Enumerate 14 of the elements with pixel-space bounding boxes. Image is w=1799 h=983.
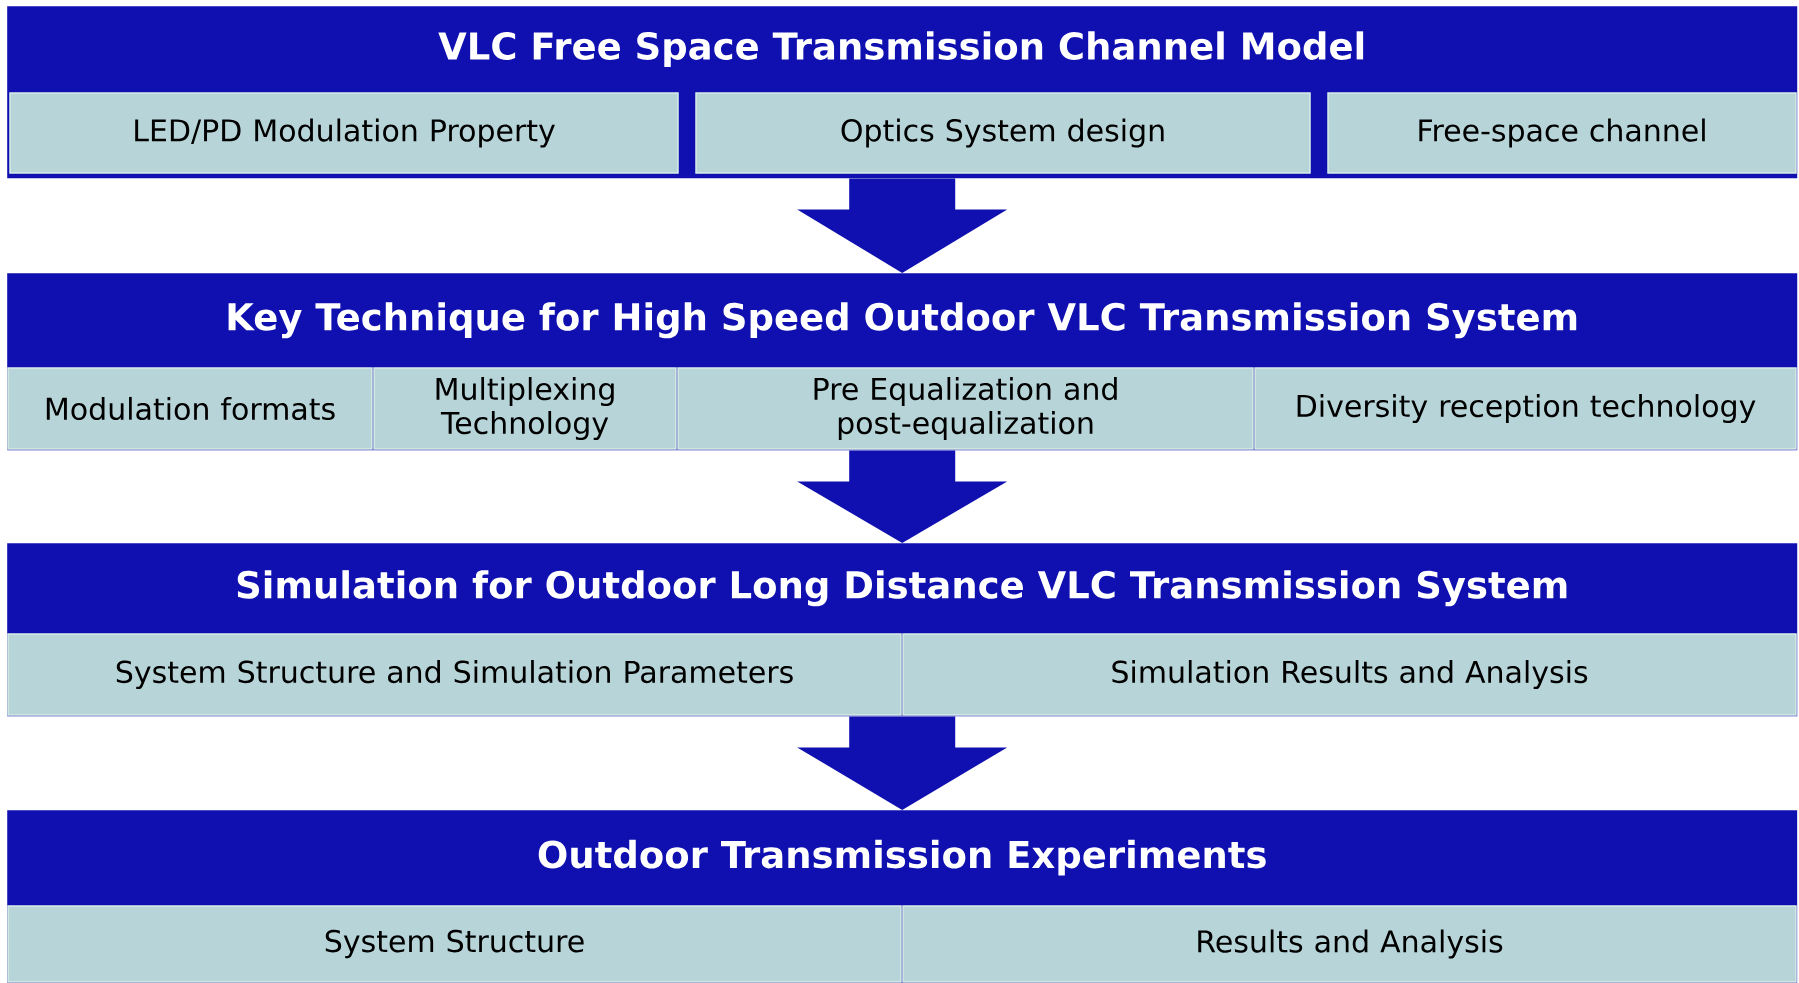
topic-cell: LED/PD Modulation Property [9,92,679,174]
topic-cell: Optics System design [695,92,1311,174]
topic-cell: System Structure and Simulation Parameters [7,633,902,716]
topic-cell: Diversity reception technology [1254,367,1797,450]
block-arrow [797,450,1008,543]
topic-cell: Modulation formats [7,367,373,450]
block-arrow [797,178,1008,273]
topic-cell: Free-space channel [1327,92,1797,174]
topic-cell: Results and Analysis [902,905,1797,983]
topic-cell: Pre Equalization and post-equalization [677,367,1254,450]
topic-cell: System Structure [7,905,902,983]
topic-cell: Simulation Results and Analysis [902,633,1797,716]
topic-cell: Multiplexing Technology [373,367,677,450]
block-arrow [797,716,1008,810]
